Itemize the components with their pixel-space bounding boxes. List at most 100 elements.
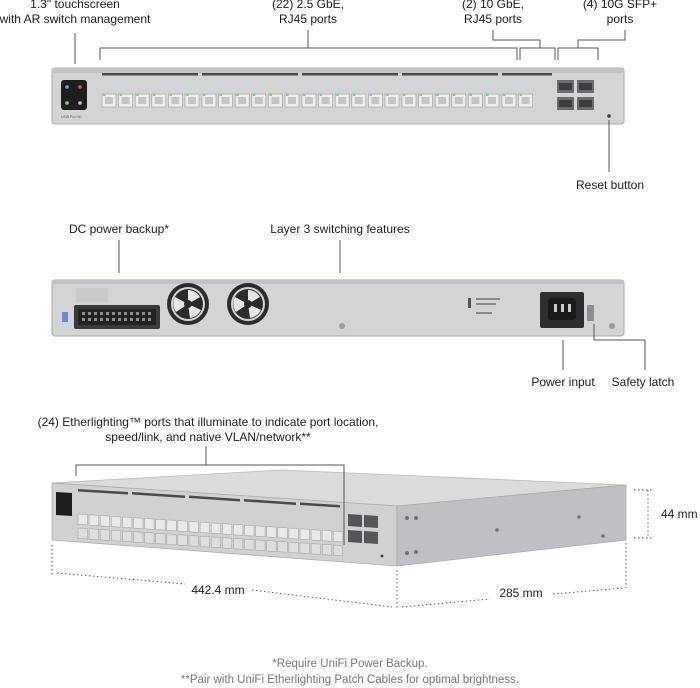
etherlighting-label: (24) Etherlighting™ ports that illuminat… — [38, 415, 379, 445]
front-sfp-ports — [557, 80, 594, 110]
port25-label-line1: (22) 2.5 GbE, — [271, 0, 345, 11]
rj45-port — [299, 542, 310, 555]
port10-label-line1: (2) 10 GbE, — [461, 0, 525, 11]
rj45-port — [151, 93, 167, 108]
depth-dimension: 285 mm — [499, 586, 543, 600]
rj45-port — [288, 541, 299, 554]
rj45-port — [233, 538, 244, 550]
rj45-port — [99, 515, 110, 527]
rj45-port — [188, 521, 199, 533]
port10-label-line2: RJ45 ports — [463, 12, 523, 26]
rj45-port — [318, 93, 333, 108]
rj45-port — [277, 527, 288, 539]
rj45-port — [401, 93, 417, 108]
touchscreen — [61, 80, 87, 110]
port25-label-line2: RJ45 ports — [278, 12, 338, 26]
touchscreen-label-line1: 1.3" touchscreen — [30, 0, 120, 11]
rear-callouts — [118, 240, 646, 370]
rj45-port — [122, 516, 133, 529]
rj45-port — [122, 530, 133, 543]
front-rj45-ports — [101, 93, 533, 108]
rj45-port — [77, 527, 88, 540]
rj45-port — [111, 515, 122, 528]
sfp-label: (4) 10G SFP+ ports — [583, 0, 657, 27]
touchscreen-label: 1.3" touchscreen with AR switch manageme… — [0, 0, 150, 27]
port25-label: (22) 2.5 GbE, RJ45 ports — [272, 0, 344, 27]
perspective-rj45-ports — [77, 513, 344, 557]
rj45-port — [451, 93, 467, 108]
etherlighting-label-line2: speed/link, and native VLAN/network** — [105, 430, 311, 444]
perspective-switch — [51, 469, 627, 567]
rear-switch — [51, 279, 625, 337]
rj45-port — [118, 93, 133, 108]
rj45-port — [155, 518, 166, 531]
rj45-port — [333, 544, 344, 557]
rj45-port — [88, 514, 99, 527]
rj45-port — [166, 533, 177, 546]
etherlighting-label-line1: (24) Etherlighting™ ports that illuminat… — [37, 415, 379, 429]
reset-label: Reset button — [575, 178, 645, 192]
height-dimension: 44 mm — [661, 507, 698, 521]
rj45-port — [244, 524, 255, 537]
footnote-2: **Pair with UniFi Etherlighting Patch Ca… — [180, 674, 520, 686]
rj45-port — [384, 93, 400, 108]
footnote-1: *Require UniFi Power Backup. — [272, 658, 428, 670]
perspective-callouts — [75, 446, 345, 545]
rj45-port — [418, 93, 433, 108]
sfp-label-line1: (4) 10G SFP+ — [582, 0, 658, 11]
rj45-port — [484, 93, 500, 108]
sfp-label-line2: ports — [606, 12, 634, 26]
safety-latch-label: Safety latch — [611, 375, 675, 389]
rj45-port — [222, 537, 233, 549]
rj45-port — [133, 517, 144, 529]
rj45-port — [268, 93, 283, 108]
rj45-port — [277, 541, 288, 553]
rj45-port — [199, 535, 210, 548]
rj45-port — [88, 528, 99, 541]
rj45-port — [233, 524, 244, 536]
rj45-port — [99, 529, 110, 541]
rj45-port — [77, 513, 88, 526]
rj45-port — [468, 93, 483, 108]
rj45-port — [301, 93, 317, 108]
rj45-port — [266, 526, 277, 538]
rj45-port — [501, 93, 517, 108]
rj45-port — [133, 531, 144, 543]
rj45-port — [333, 530, 344, 543]
rj45-port — [177, 520, 188, 532]
front-callouts — [74, 30, 626, 172]
reset-button — [607, 114, 611, 118]
fan-left-icon — [167, 283, 209, 325]
rj45-port — [134, 93, 150, 108]
rj45-port — [222, 523, 233, 535]
touchscreen-label-line2: with AR switch management — [0, 12, 151, 26]
rj45-port — [188, 535, 199, 547]
rj45-port — [288, 527, 299, 540]
rj45-port — [351, 93, 367, 108]
fan-right-icon — [227, 283, 269, 325]
rj45-port — [255, 525, 266, 538]
rj45-port — [321, 530, 332, 542]
rj45-port — [310, 529, 321, 541]
rj45-port — [310, 543, 321, 555]
rj45-port — [166, 519, 177, 532]
dc-power-label: DC power backup* — [68, 222, 170, 236]
rj45-port — [101, 93, 117, 108]
rj45-port — [334, 93, 350, 108]
rj45-port — [218, 93, 233, 108]
front-model-text: USW Pro HD — [61, 115, 82, 119]
rj45-port — [184, 93, 200, 108]
rj45-port — [177, 534, 188, 546]
rj45-port — [518, 93, 533, 108]
layer3-label: Layer 3 switching features — [270, 222, 410, 236]
rj45-port — [111, 529, 122, 542]
rj45-port — [266, 540, 277, 552]
dimension-lines — [51, 489, 652, 610]
safety-latch — [587, 305, 594, 321]
port10-label: (2) 10 GbE, RJ45 ports — [462, 0, 524, 27]
rj45-port — [210, 536, 221, 549]
rj45-port — [144, 532, 155, 544]
width-dimension: 442.4 mm — [191, 583, 245, 597]
rj45-port — [168, 93, 183, 108]
